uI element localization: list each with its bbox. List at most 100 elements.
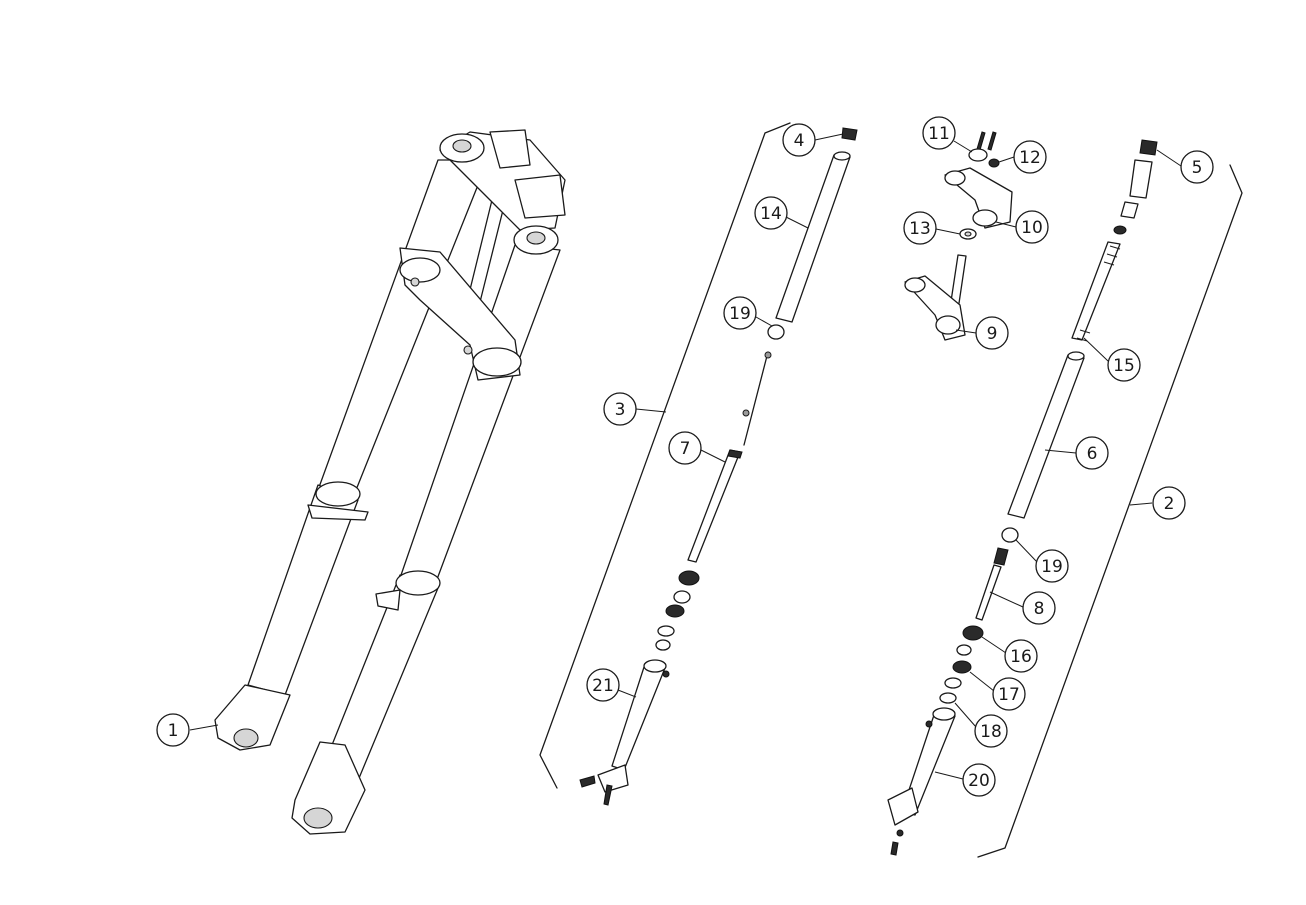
callout-20-label: 20 [968, 771, 990, 791]
seal-left-1 [678, 570, 700, 586]
leader-5 [1156, 149, 1182, 167]
callout-12-circle [1013, 140, 1047, 174]
slider-20-foot [887, 787, 919, 826]
spring-15 [1071, 241, 1121, 341]
right-axle-hole [303, 807, 333, 829]
washer-13-hole [964, 231, 972, 237]
upper-clamp-right-bolt [526, 231, 546, 245]
washer-left-1 [657, 625, 675, 637]
spring-seat [1113, 225, 1127, 235]
callout-3: 3 [603, 392, 637, 426]
spring-15-coils [1076, 245, 1121, 342]
right-slider-collar [395, 570, 441, 596]
damper-rod [743, 351, 769, 446]
callout-19-right-label: 19 [1041, 557, 1063, 577]
callout-16-circle [1004, 639, 1038, 673]
clip-16 [956, 644, 972, 656]
callout-1-label: 1 [168, 721, 179, 741]
cartridge-collar [727, 449, 743, 459]
left-axle-foot [214, 684, 291, 751]
cartridge-8-head [993, 547, 1009, 566]
callout-12: 12 [1013, 140, 1047, 174]
callout-3-circle [603, 392, 637, 426]
callout-17-label: 17 [998, 685, 1020, 705]
callout-11: 11 [922, 116, 956, 150]
leader-18 [954, 702, 977, 728]
callout-5-label: 5 [1192, 158, 1203, 178]
handlebar-mount-front [489, 129, 531, 169]
leader-16 [981, 636, 1007, 654]
callout-20: 20 [962, 763, 996, 797]
leader-20 [934, 771, 964, 780]
left-slider-collar [315, 481, 361, 507]
cartridge-8 [975, 564, 1002, 621]
top-cap-5 [1139, 139, 1158, 156]
drain-screw-left [603, 784, 613, 806]
callout-6-label: 6 [1087, 444, 1098, 464]
callout-8: 8 [1022, 591, 1056, 625]
callout-18-label: 18 [980, 722, 1002, 742]
callout-15: 15 [1107, 348, 1141, 382]
seal-left-2 [665, 604, 685, 618]
callout-14-circle [754, 196, 788, 230]
callout-8-label: 8 [1034, 599, 1045, 619]
callout-19-right: 19 [1035, 549, 1069, 583]
assembled-fork [214, 129, 566, 835]
callouts: 1 2 3 4 5 6 [156, 116, 1214, 797]
callout-13-circle [903, 211, 937, 245]
seal-16 [962, 625, 984, 641]
callout-16: 16 [1004, 639, 1038, 673]
callout-15-circle [1107, 348, 1141, 382]
callout-2: 2 [1152, 486, 1186, 520]
bushing-19-left [767, 324, 785, 340]
inner-tube-6-top [1067, 351, 1085, 361]
upper-clamp-10-boss [972, 209, 998, 227]
callout-7: 7 [668, 431, 702, 465]
callout-10-circle [1015, 210, 1049, 244]
callout-7-circle [668, 431, 702, 465]
leader-10 [995, 221, 1017, 228]
upper-clamp-10-boss2 [944, 170, 966, 186]
leader-6 [1044, 449, 1077, 454]
callout-21: 21 [586, 668, 620, 702]
left-leg-exploded [539, 122, 858, 806]
callout-6-circle [1075, 436, 1109, 470]
callout-7-label: 7 [680, 439, 691, 459]
lower-clamp-bolt-2 [410, 277, 420, 287]
callout-13-label: 13 [909, 219, 931, 239]
slider-21-top [643, 659, 667, 673]
leader-15 [1083, 337, 1109, 362]
lower-clamp-9-boss [935, 315, 961, 335]
leader-3 [635, 408, 667, 413]
callout-18-circle [974, 714, 1008, 748]
leader-9 [955, 329, 977, 334]
group-bracket-right [977, 164, 1243, 858]
callout-11-circle [922, 116, 956, 150]
callout-11-label: 11 [928, 124, 950, 144]
callout-19-left-label: 19 [729, 304, 751, 324]
callout-8-circle [1022, 591, 1056, 625]
callout-4-circle [782, 123, 816, 157]
leader-13 [935, 228, 961, 235]
washer-17 [944, 677, 962, 689]
callout-1-circle [156, 713, 190, 747]
leader-8 [989, 591, 1024, 608]
axle-pinch-bolt-left [579, 775, 596, 788]
washer-left-2 [655, 639, 671, 651]
leader-1 [189, 724, 219, 731]
callout-17: 17 [992, 677, 1026, 711]
right-clamp-ear [375, 589, 401, 611]
leader-11 [953, 140, 973, 153]
seal-17 [952, 660, 972, 674]
lower-clamp-9-boss2 [904, 277, 926, 293]
outer-slider-21 [611, 663, 666, 771]
spacer-ring [1120, 201, 1139, 219]
left-clamp-ear [307, 504, 369, 521]
leader-19b [1015, 539, 1038, 563]
nut-12 [988, 158, 1000, 168]
lower-clamp-bolt [463, 345, 473, 355]
callout-21-circle [586, 668, 620, 702]
upper-clamp-left-bolt [452, 139, 472, 153]
callout-18: 18 [974, 714, 1008, 748]
